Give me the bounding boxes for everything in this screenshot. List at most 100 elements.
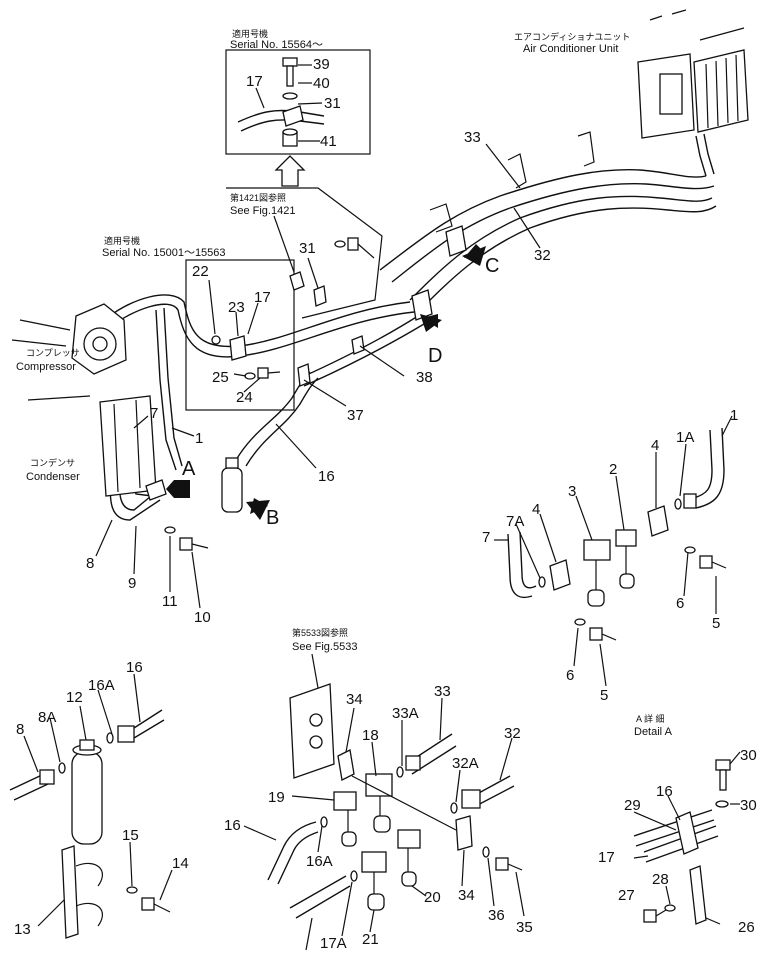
label-38: 38 xyxy=(416,369,433,386)
label-17b: 17 xyxy=(254,289,271,306)
label-33: 33 xyxy=(464,129,481,146)
fig1421-en: See Fig.1421 xyxy=(230,205,295,217)
bl-label-13: 13 xyxy=(14,921,31,938)
fig5533-en: See Fig.5533 xyxy=(292,641,357,653)
bm-oring-32a xyxy=(450,802,458,814)
bl-fitting-8 xyxy=(39,769,55,785)
hose-16-edge xyxy=(245,377,319,467)
label-39: 39 xyxy=(313,56,330,73)
detail-clamp-4 xyxy=(647,505,669,537)
clamp-38 xyxy=(351,335,365,355)
bm-label-32a: 32A xyxy=(452,755,479,772)
bm-label-35: 35 xyxy=(516,919,533,936)
bm-label-18: 18 xyxy=(362,727,379,744)
bl-label-12: 12 xyxy=(66,689,83,706)
bl-label-16a: 16A xyxy=(88,677,115,694)
bm-clamp-34 xyxy=(337,749,355,781)
bl-label-8a: 8A xyxy=(38,709,56,726)
label-31b: 31 xyxy=(299,240,316,257)
detail-label-7a: 7A xyxy=(506,513,524,530)
detail-fitting-3 xyxy=(583,539,611,561)
detail-cap-2 xyxy=(619,573,635,589)
label-24: 24 xyxy=(236,389,253,406)
bm-label-36: 36 xyxy=(488,907,505,924)
up-arrow-icon xyxy=(274,155,306,187)
clamp-37 xyxy=(297,363,311,387)
inset-top-frame xyxy=(225,49,371,155)
bl-label-8: 8 xyxy=(16,721,24,738)
bm-label-20: 20 xyxy=(424,889,441,906)
label-1: 1 xyxy=(195,430,203,447)
nut xyxy=(211,335,221,345)
inset-left-serial: Serial No. 15001～15563 xyxy=(102,247,226,259)
label-17: 17 xyxy=(246,73,263,90)
detail-a-bracket-26 xyxy=(689,865,707,925)
bm-fitting-19 xyxy=(333,791,357,811)
hose-33 xyxy=(379,169,707,271)
da-label-30: 30 xyxy=(740,747,757,764)
detail-fittings: 1 1A 4 2 3 4 7A 7 6 5 6 5 xyxy=(482,407,738,704)
detail-a-jp: A 詳 細 xyxy=(636,713,665,724)
bolt-shank xyxy=(286,65,294,87)
bl-hose-16 xyxy=(133,709,165,739)
detail-a-hose-17 xyxy=(643,825,719,863)
detail-label-5b: 5 xyxy=(600,687,608,704)
hose-32-edge xyxy=(419,205,717,311)
da-label-27: 27 xyxy=(618,887,635,904)
inset-left: 適用号機 Serial No. 15001～15563 22 23 17 25 … xyxy=(102,235,295,411)
bm-fitting-18 xyxy=(365,773,393,797)
view-label-a: A xyxy=(182,458,196,480)
view-label-d: D xyxy=(428,345,442,367)
hose-33-edge xyxy=(391,182,715,283)
clip-23 xyxy=(229,335,247,361)
washer-11 xyxy=(164,526,176,534)
bolt-head xyxy=(282,57,298,67)
label-8: 8 xyxy=(86,555,94,572)
bl-label-15: 15 xyxy=(122,827,139,844)
label-10: 10 xyxy=(194,609,211,626)
bm-hose-16 xyxy=(267,821,317,881)
detail-fitting-1 xyxy=(683,493,697,509)
aircon-unit: エアコンディショナユニット Air Conditioner Unit xyxy=(514,9,749,177)
bm-oring-33a xyxy=(396,766,404,778)
bm-oring-17a xyxy=(350,870,358,882)
fig1421-jp: 第1421図参照 xyxy=(230,192,286,203)
aircon-en: Air Conditioner Unit xyxy=(523,43,618,55)
label-31: 31 xyxy=(324,95,341,112)
label-7: 7 xyxy=(150,405,158,422)
bm-label-17a: 17A xyxy=(320,935,347,952)
detail-a: A 詳 細 Detail A 30 30 16 29 17 28 27 26 xyxy=(598,713,757,936)
detail-label-1: 1 xyxy=(730,407,738,424)
label-25: 25 xyxy=(212,369,229,386)
bl-label-14: 14 xyxy=(172,855,189,872)
aircon-pipes xyxy=(695,133,715,177)
bl-oring-16a xyxy=(106,732,114,744)
bm-cap-20 xyxy=(401,871,417,887)
detail-hose-7 xyxy=(507,533,533,599)
label-22: 22 xyxy=(192,263,209,280)
hose-17-main xyxy=(109,294,411,348)
bl-fitting-16 xyxy=(117,725,135,743)
condenser-en: Condenser xyxy=(26,471,80,483)
fitting-near-fig1421 xyxy=(289,271,305,291)
bm-fitting-21 xyxy=(361,851,387,873)
clamp-d xyxy=(411,289,433,321)
detail-label-4b: 4 xyxy=(532,501,540,518)
detail-clamp-4b xyxy=(549,559,571,591)
detail-oring-7a xyxy=(538,576,546,588)
bm-fitting-20 xyxy=(397,829,421,849)
da-label-30b: 30 xyxy=(740,797,757,814)
detail-fitting-2 xyxy=(615,529,637,547)
fig1421-bracket xyxy=(226,187,383,319)
compressor: コンプレッサ Compressor xyxy=(11,303,127,401)
bl-oring-8a xyxy=(58,762,66,774)
detail-hose-1 xyxy=(693,429,713,499)
bl-hose-8 xyxy=(9,773,49,801)
view-arrows: A B C D xyxy=(166,244,499,529)
detail-label-1a: 1A xyxy=(676,429,694,446)
da-label-16: 16 xyxy=(656,783,673,800)
bm-label-19: 19 xyxy=(268,789,285,806)
view-label-b: B xyxy=(266,507,279,529)
detail-a-clamp-29 xyxy=(675,811,699,855)
